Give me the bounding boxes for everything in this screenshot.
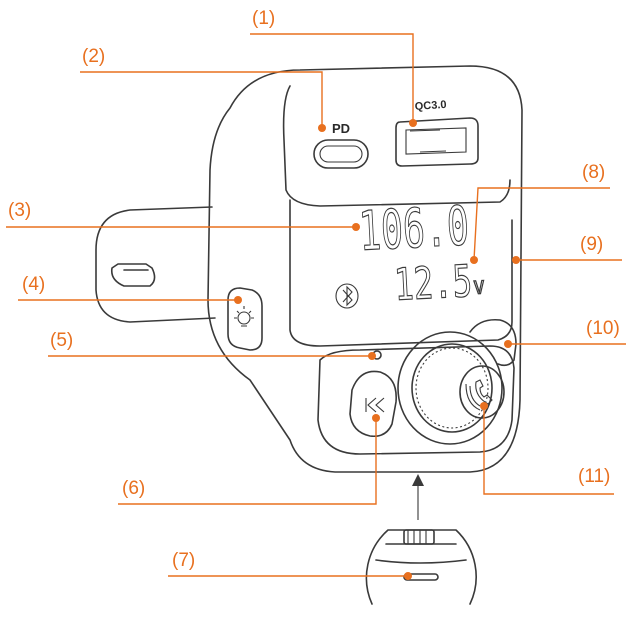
light-bulb-icon <box>234 306 254 327</box>
callout-11: (11) <box>578 466 610 487</box>
pd-port <box>313 139 369 169</box>
callout-7: (7) <box>172 550 195 571</box>
pd-label: PD <box>332 121 350 136</box>
callout-9: (9) <box>580 234 603 255</box>
device-body <box>207 65 523 473</box>
bottom-slot-detail <box>365 474 477 605</box>
previous-icon <box>365 397 385 413</box>
callout-2: (2) <box>82 46 105 67</box>
light-button <box>227 287 263 351</box>
voltage-display: 12.5 <box>393 256 474 311</box>
previous-button <box>349 370 397 438</box>
qc3-usb-port <box>395 117 479 167</box>
callout-3: (3) <box>8 200 31 221</box>
callout-1: (1) <box>252 8 275 29</box>
callout-8: (8) <box>582 162 605 183</box>
callout-6: (6) <box>122 478 145 499</box>
next-button <box>469 318 517 367</box>
phone-icon <box>465 379 493 411</box>
qc3-label: QC3.0 <box>414 99 447 113</box>
callout-10: (10) <box>586 318 620 339</box>
plug-contact <box>110 263 156 287</box>
call-button <box>459 365 505 419</box>
callout-5: (5) <box>50 330 73 351</box>
rotary-knob <box>397 331 503 445</box>
frequency-display: 106.0 <box>357 194 470 263</box>
callout-4: (4) <box>22 274 45 295</box>
bluetooth-icon <box>335 283 359 309</box>
leader-lines <box>6 33 626 577</box>
plug-stem <box>95 206 216 323</box>
voltage-unit: V <box>473 277 485 299</box>
